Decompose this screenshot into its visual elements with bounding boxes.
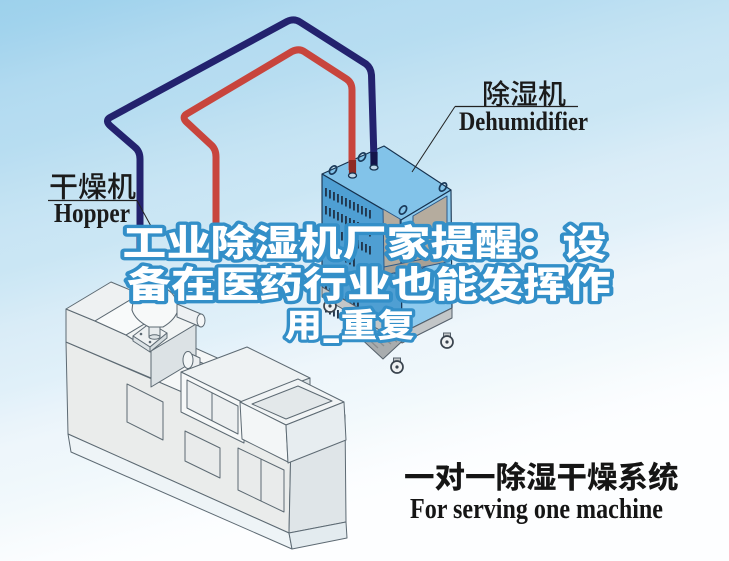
svg-text:Hopper: Hopper	[54, 198, 130, 228]
svg-text:For serving one machine: For serving one machine	[410, 493, 663, 525]
svg-text:Dehumidifier: Dehumidifier	[459, 107, 588, 136]
